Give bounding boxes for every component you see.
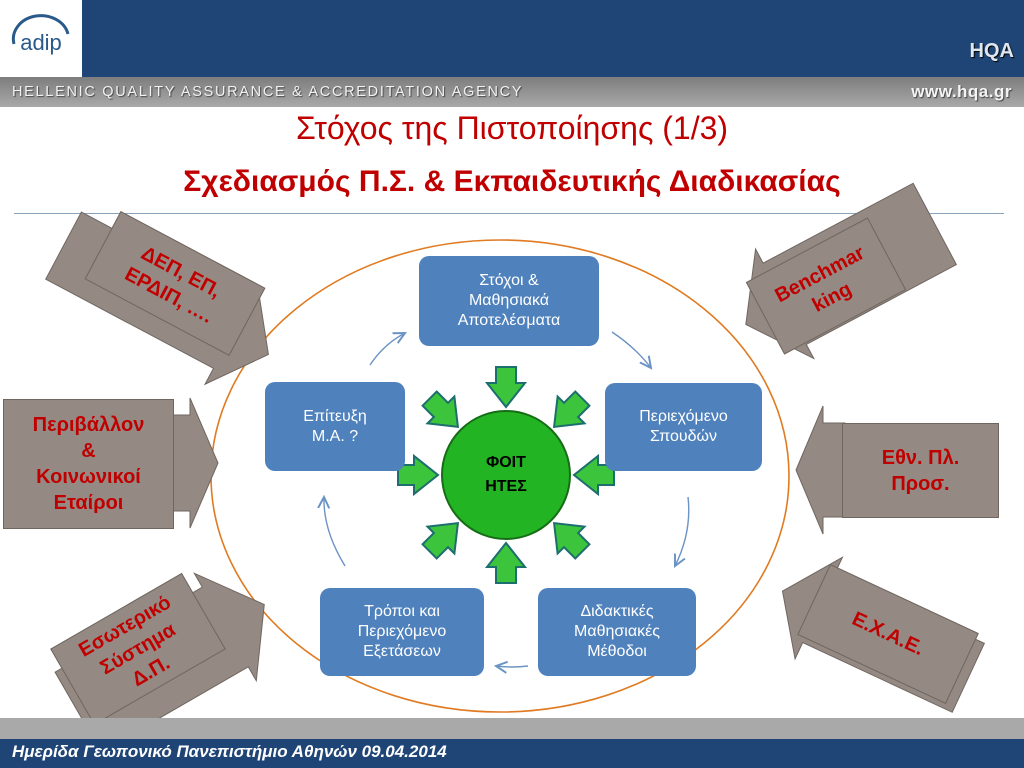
node-learning-outcomes: Στόχοι & Μαθησιακά Αποτελέσματα	[419, 256, 599, 346]
input-arrow-mid-left	[167, 397, 219, 529]
page-title: Στόχος της Πιστοποίησης (1/3)	[295, 110, 729, 146]
page-subtitle: Σχεδιασμός Π.Σ. & Εκπαιδευτικής Διαδικασ…	[183, 165, 841, 198]
website-link[interactable]: www.hqa.gr	[911, 82, 1012, 101]
agency-name: HELLENIC QUALITY ASSURANCE & ACCREDITATI…	[12, 84, 524, 100]
inward-arrow-bottom-right	[552, 521, 591, 560]
logo-mark: adip	[11, 14, 70, 55]
node-achievement: Επίτευξη Μ.Α. ?	[265, 382, 405, 471]
inward-arrow-bottom-left	[421, 521, 460, 560]
students-center: ΦΟΙΤ ΗΤΕΣ	[441, 410, 571, 540]
node-teaching-methods: Διδακτικές Μαθησιακές Μέθοδοι	[538, 588, 696, 676]
logo-text: adip	[20, 30, 62, 55]
cycle-arrow-3	[496, 666, 529, 667]
inward-arrow-top-right	[552, 390, 591, 429]
cycle-arrow-4	[324, 497, 346, 567]
node-exams: Τρόποι και Περιεχόμενο Εξετάσεων	[320, 588, 484, 676]
tag-environment-partners: Περιβάλλον & Κοινωνικοί Εταίροι	[3, 399, 174, 529]
hqa-badge: HQA	[969, 40, 1014, 62]
cycle-arrow-2	[675, 496, 690, 566]
inward-arrows	[397, 366, 615, 584]
title-divider	[14, 213, 1004, 214]
inward-arrow-bottom	[484, 541, 528, 584]
logo: adip	[0, 0, 82, 77]
inward-arrow-top	[484, 366, 528, 409]
header-bar	[0, 0, 1024, 77]
inward-arrow-top-left	[421, 390, 460, 429]
node-course-content: Περιεχόμενο Σπουδών	[605, 383, 762, 471]
input-arrow-mid-right	[795, 405, 846, 535]
cycle-arrow-1	[611, 331, 651, 368]
tag-national-framework: Εθν. Πλ. Προσ.	[842, 423, 999, 518]
agency-bar	[0, 77, 1024, 107]
footer-text: Ημερίδα Γεωπονικό Πανεπιστήμιο Αθηνών 09…	[12, 742, 447, 761]
footer-divider	[0, 718, 1024, 739]
inward-arrow-right	[572, 453, 615, 497]
footer-bar	[0, 739, 1024, 768]
cycle-arrow-5	[369, 333, 405, 366]
